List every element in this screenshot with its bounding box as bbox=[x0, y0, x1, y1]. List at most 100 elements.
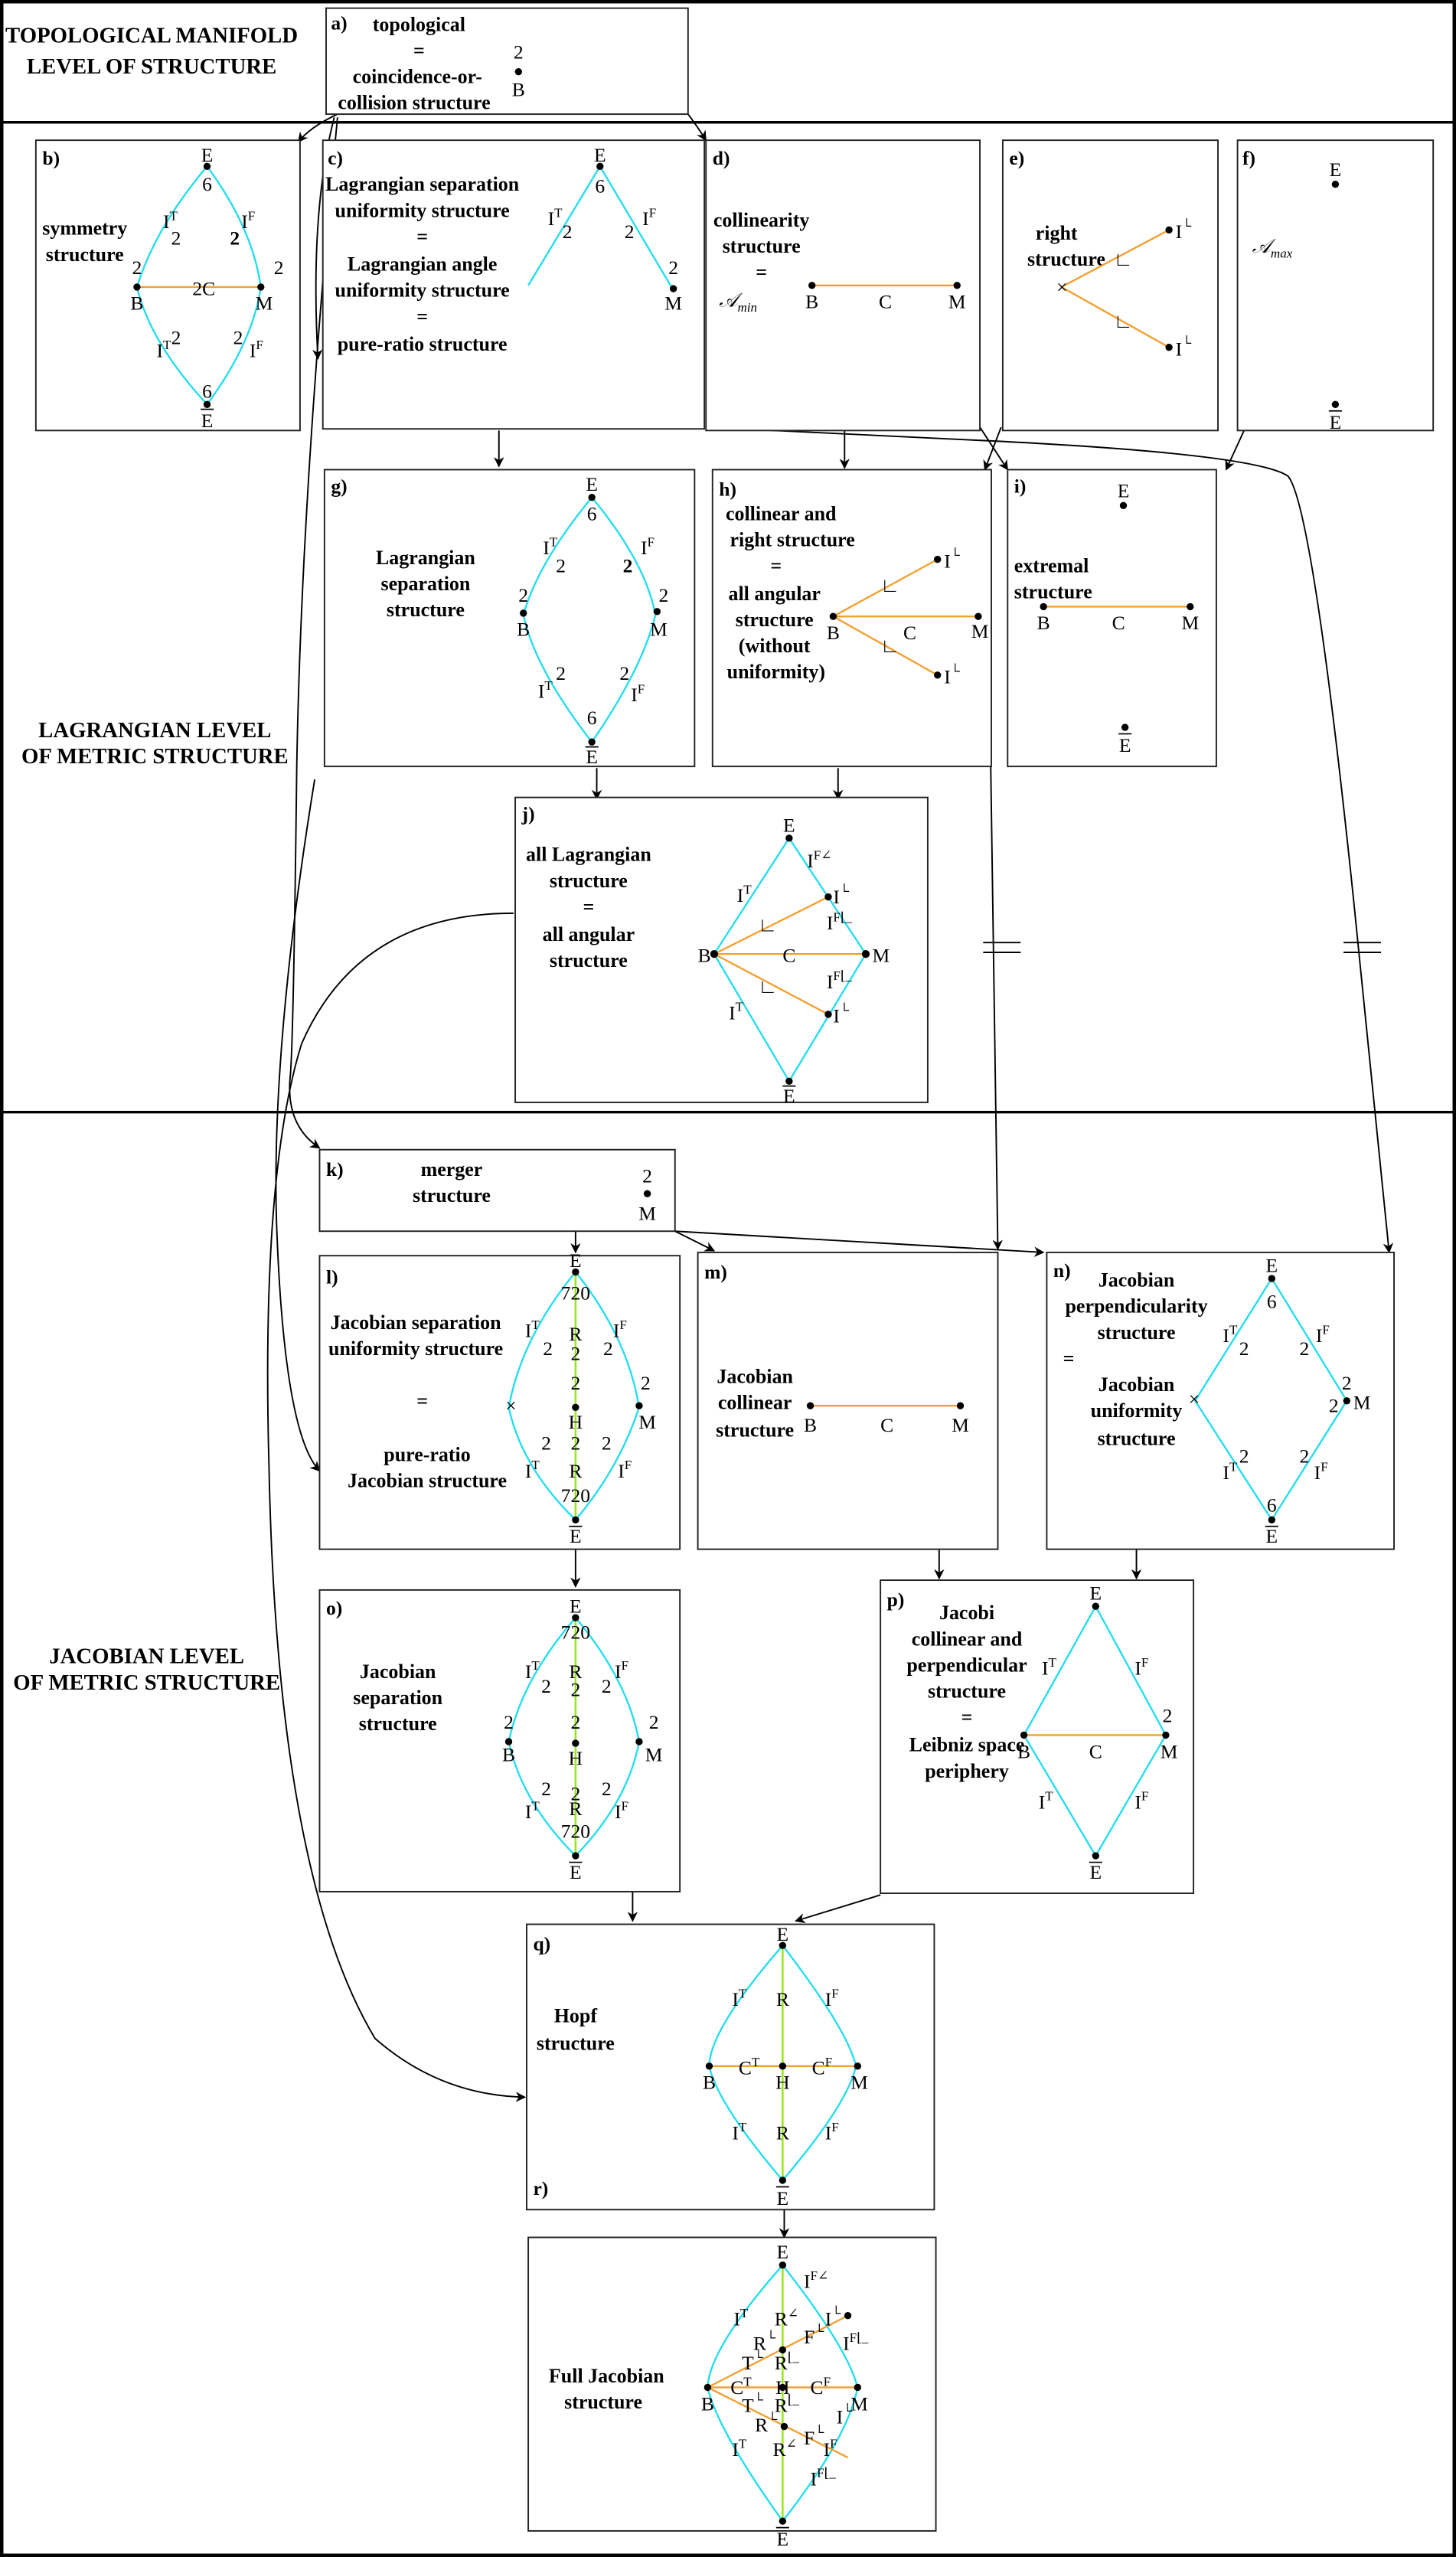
svg-text:2: 2 bbox=[570, 1432, 580, 1455]
panel-a-topological: a) topological = coincidence-or- collisi… bbox=[325, 7, 689, 116]
panel-j-all-lagrangian: j) all Lagrangian structure = all angula… bbox=[514, 796, 929, 1107]
svg-text:Jacobian: Jacobian bbox=[717, 1365, 793, 1387]
svg-text:Lagrangian: Lagrangian bbox=[376, 547, 475, 569]
svg-text:E: E bbox=[777, 2241, 789, 2263]
svg-text:E: E bbox=[594, 144, 606, 166]
svg-text:2: 2 bbox=[1239, 1445, 1249, 1468]
svg-text:structure: structure bbox=[46, 243, 124, 266]
svg-text:structure: structure bbox=[564, 2391, 642, 2413]
svg-text:6: 6 bbox=[202, 380, 212, 403]
svg-text:2: 2 bbox=[1342, 1372, 1352, 1394]
svg-text:collinearity: collinearity bbox=[713, 209, 809, 231]
svg-text:6: 6 bbox=[587, 503, 597, 525]
svg-text:structure: structure bbox=[413, 1184, 491, 1207]
level-title-jacobian: JACOBIAN LEVEL OF METRIC STRUCTURE bbox=[13, 1644, 280, 1695]
svg-text:2: 2 bbox=[514, 41, 524, 64]
svg-text:CF: CF bbox=[811, 2374, 831, 2399]
svg-text:(without: (without bbox=[739, 635, 811, 657]
svg-text:2C: 2C bbox=[192, 278, 215, 300]
svg-text:=: = bbox=[961, 1706, 973, 1729]
svg-text:2: 2 bbox=[1300, 1445, 1310, 1468]
svg-text:structure: structure bbox=[736, 609, 814, 631]
svg-text:2: 2 bbox=[570, 1343, 580, 1365]
svg-text:E: E bbox=[1089, 1861, 1102, 1883]
svg-text:r): r) bbox=[533, 2177, 548, 2199]
svg-text:Lagrangian separation: Lagrangian separation bbox=[325, 173, 520, 195]
svg-text:2: 2 bbox=[602, 1432, 612, 1455]
svg-text:2: 2 bbox=[504, 1711, 514, 1733]
svg-text:JACOBIAN LEVEL: JACOBIAN LEVEL bbox=[49, 1644, 244, 1669]
svg-text:collinear and: collinear and bbox=[912, 1628, 1023, 1650]
svg-text:E: E bbox=[586, 473, 598, 495]
svg-text:a): a) bbox=[331, 11, 347, 34]
svg-text:structure: structure bbox=[716, 1419, 794, 1442]
svg-text:∟: ∟ bbox=[1114, 248, 1133, 270]
svg-text:2: 2 bbox=[570, 1678, 580, 1700]
svg-text:E: E bbox=[783, 1085, 795, 1107]
svg-text:periphery: periphery bbox=[925, 1760, 1009, 1782]
svg-text:C: C bbox=[1089, 1740, 1102, 1762]
svg-text:structure: structure bbox=[1014, 581, 1092, 603]
svg-text:OF METRIC STRUCTURE: OF METRIC STRUCTURE bbox=[21, 744, 289, 769]
svg-text:R: R bbox=[569, 1661, 582, 1683]
svg-text:2: 2 bbox=[274, 256, 284, 279]
svg-text:2: 2 bbox=[619, 662, 629, 684]
svg-text:M: M bbox=[638, 1202, 656, 1224]
svg-text:×: × bbox=[505, 1395, 516, 1417]
svg-text:=: = bbox=[756, 261, 767, 283]
svg-text:720: 720 bbox=[561, 1621, 590, 1644]
svg-text:=: = bbox=[1063, 1347, 1075, 1370]
svg-text:M: M bbox=[1181, 612, 1199, 634]
svg-text:E: E bbox=[201, 410, 214, 432]
svg-text:B: B bbox=[805, 291, 818, 313]
svg-text:right: right bbox=[1036, 222, 1078, 244]
svg-text:E: E bbox=[570, 1861, 582, 1883]
svg-text:topological: topological bbox=[373, 13, 465, 35]
svg-text:B: B bbox=[701, 2392, 714, 2415]
svg-text:f): f) bbox=[1242, 147, 1255, 169]
svg-text:2: 2 bbox=[543, 1337, 553, 1360]
svg-text:E: E bbox=[1266, 1254, 1278, 1276]
svg-text:uniformity): uniformity) bbox=[727, 661, 825, 683]
svg-text:B: B bbox=[827, 622, 840, 644]
svg-text:2: 2 bbox=[649, 1711, 659, 1733]
panel-e-right: e) right structure I└ I└ ∟ ∟ × bbox=[1001, 139, 1219, 432]
svg-text:n): n) bbox=[1053, 1259, 1071, 1282]
svg-text:structure: structure bbox=[537, 2033, 615, 2055]
svg-text:R: R bbox=[776, 1988, 789, 2010]
svg-text:structure: structure bbox=[1098, 1427, 1176, 1449]
svg-text:2: 2 bbox=[541, 1432, 551, 1455]
svg-text:C: C bbox=[880, 1414, 893, 1436]
svg-text:∟: ∟ bbox=[1114, 310, 1133, 332]
svg-text:symmetry: symmetry bbox=[42, 217, 127, 240]
svg-text:R: R bbox=[569, 1323, 582, 1345]
svg-text:perpendicular: perpendicular bbox=[906, 1654, 1027, 1676]
svg-text:2: 2 bbox=[602, 1675, 612, 1697]
svg-text:2: 2 bbox=[518, 584, 528, 606]
svg-text:CT: CT bbox=[730, 2374, 752, 2399]
svg-text:2: 2 bbox=[570, 1711, 580, 1733]
svg-text:H: H bbox=[775, 2072, 789, 2094]
svg-text:E: E bbox=[201, 144, 214, 166]
svg-text:B: B bbox=[698, 945, 711, 967]
svg-text:×: × bbox=[1189, 1388, 1200, 1410]
panel-l-jacobian-uniformity: l) Jacobian separation uniformity struct… bbox=[318, 1249, 681, 1550]
panel-o-jacobian-separation: o) Jacobian separation structure E 720 I… bbox=[318, 1589, 681, 1892]
svg-text:E: E bbox=[1119, 734, 1131, 756]
svg-text:6: 6 bbox=[202, 173, 212, 195]
svg-text:R: R bbox=[569, 1460, 582, 1482]
svg-text:separation: separation bbox=[353, 1687, 442, 1709]
panel-r-full-jacobian: Full Jacobian structure E IF∠ IT R∠ I└ F… bbox=[527, 2236, 937, 2550]
svg-text:H: H bbox=[569, 1411, 583, 1433]
svg-text:o): o) bbox=[326, 1597, 342, 1619]
svg-text:2: 2 bbox=[570, 1372, 580, 1394]
svg-text:h): h) bbox=[719, 478, 736, 501]
svg-text:M: M bbox=[1161, 1740, 1178, 1762]
svg-text:right structure: right structure bbox=[730, 529, 855, 551]
svg-text:=: = bbox=[583, 896, 594, 918]
svg-text:2: 2 bbox=[132, 256, 142, 279]
panel-d-collinearity: d) collinearity structure = 𝒜min B C M bbox=[705, 139, 981, 432]
level-title-lagrangian: LAGRANGIAN LEVEL OF METRIC STRUCTURE bbox=[21, 718, 289, 769]
